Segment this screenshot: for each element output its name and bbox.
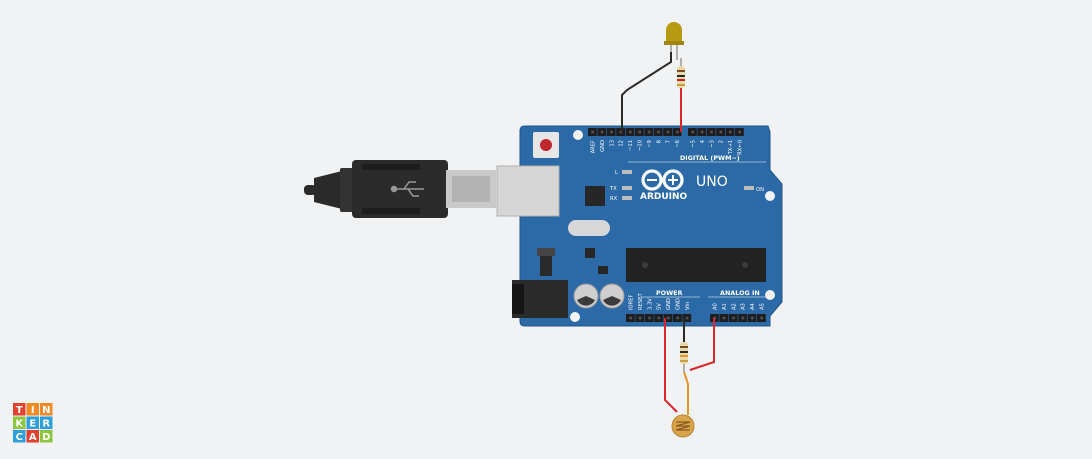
- digital-pin-label: 4: [700, 139, 706, 143]
- mounting-hole: [765, 191, 775, 201]
- capacitor: [599, 283, 625, 309]
- analog-pin-label: A0: [713, 303, 719, 310]
- analog-header-label: ANALOG IN: [720, 289, 760, 297]
- analog-pin-label: A3: [741, 303, 747, 310]
- photoresistor[interactable]: [671, 414, 695, 438]
- digital-pin-label: GND: [600, 140, 606, 152]
- led-tx-label: TX: [609, 186, 617, 192]
- usb-chip: [585, 186, 605, 206]
- digital-pin-label: ~9: [647, 140, 653, 148]
- digital-pin-label: ~11: [628, 140, 634, 151]
- power-pin-label: IOREF: [629, 295, 635, 310]
- usb-cable[interactable]: [304, 160, 496, 218]
- mounting-hole: [765, 290, 775, 300]
- arduino-logo-text: ARDUINO: [640, 192, 688, 202]
- ldr-resistor[interactable]: [680, 342, 688, 372]
- led-component[interactable]: [664, 22, 684, 60]
- tinkercad-letter: D: [42, 432, 50, 443]
- digital-pin-label: 8: [656, 140, 662, 143]
- digital-header-label: DIGITAL (PWM~): [680, 154, 740, 162]
- led-rx-label: RX: [610, 196, 618, 202]
- arduino-logo: ARDUINO: [640, 169, 688, 202]
- digital-pin-label: ~10: [638, 140, 644, 151]
- analog-pin-label: A4: [750, 302, 756, 310]
- reset-button[interactable]: [533, 132, 559, 158]
- power-pin-label: GND: [666, 298, 672, 310]
- analog-pin-label: A1: [722, 303, 728, 310]
- tinkercad-tile: [26, 416, 39, 429]
- tinkercad-letter: T: [16, 405, 23, 416]
- tinkercad-letter: N: [42, 405, 50, 416]
- on-led-label: ON: [756, 187, 764, 193]
- power-pin-label: RESET: [638, 293, 644, 310]
- wire-red-a0[interactable]: [689, 318, 715, 371]
- power-jack: [512, 280, 568, 318]
- digital-pin-label: 7: [666, 140, 672, 143]
- digital-pin-label: 13: [609, 140, 615, 147]
- usb-symbol-icon: [390, 181, 424, 197]
- led-resistor[interactable]: [677, 58, 685, 88]
- tinkercad-tile: [26, 430, 39, 443]
- tinkercad-tile: [13, 403, 26, 416]
- small-chip: [585, 248, 595, 258]
- led-l-label: L: [615, 170, 618, 176]
- tinkercad-tile: [13, 430, 26, 443]
- tinkercad-letter: E: [29, 419, 36, 430]
- crystal-oscillator: [568, 220, 610, 236]
- power-pin-label: 3.3V: [647, 298, 653, 310]
- digital-pin-label: TX→1: [728, 140, 734, 155]
- voltage-regulator: [540, 254, 552, 276]
- tinkercad-letter: I: [31, 405, 35, 416]
- usb-port: [496, 165, 560, 217]
- mounting-hole: [573, 130, 583, 140]
- analog-pin-label: A5: [760, 303, 766, 310]
- power-header-label: POWER: [656, 289, 683, 297]
- digital-pin-label: ~3: [709, 140, 715, 148]
- tinkercad-letter: K: [15, 419, 24, 430]
- analog-pin-label: A2: [731, 303, 737, 310]
- digital-pin-label: ~5: [691, 140, 697, 148]
- tinkercad-tile: [26, 403, 39, 416]
- wire-black-led[interactable]: [621, 52, 672, 132]
- wire-orange-ldr[interactable]: [683, 371, 689, 415]
- tinkercad-letter: R: [42, 419, 50, 430]
- power-pin-label: GND: [676, 298, 682, 310]
- tinkercad-tile: [40, 403, 53, 416]
- digital-pin-label: RX←0: [738, 140, 744, 155]
- digital-pin-label: 12: [619, 140, 625, 147]
- atmega-chip: [626, 248, 766, 282]
- digital-pin-label: 2: [719, 140, 725, 143]
- capacitor: [573, 283, 599, 309]
- tinkercad-letter: C: [16, 432, 23, 443]
- power-pin-label: Vin: [685, 302, 691, 310]
- board-model-label: UNO: [696, 174, 728, 190]
- mounting-hole: [570, 312, 580, 322]
- tinkercad-tile: [13, 416, 26, 429]
- digital-pin-label: ~6: [675, 140, 681, 148]
- wire-red-5v[interactable]: [664, 318, 678, 413]
- power-pin-label: 5V: [657, 303, 663, 310]
- tinkercad-letter: A: [29, 432, 37, 443]
- tinkercad-tile: [40, 430, 53, 443]
- digital-pin-label: AREF: [591, 140, 597, 153]
- on-led: [744, 186, 754, 190]
- tinkercad-tile: [40, 416, 53, 429]
